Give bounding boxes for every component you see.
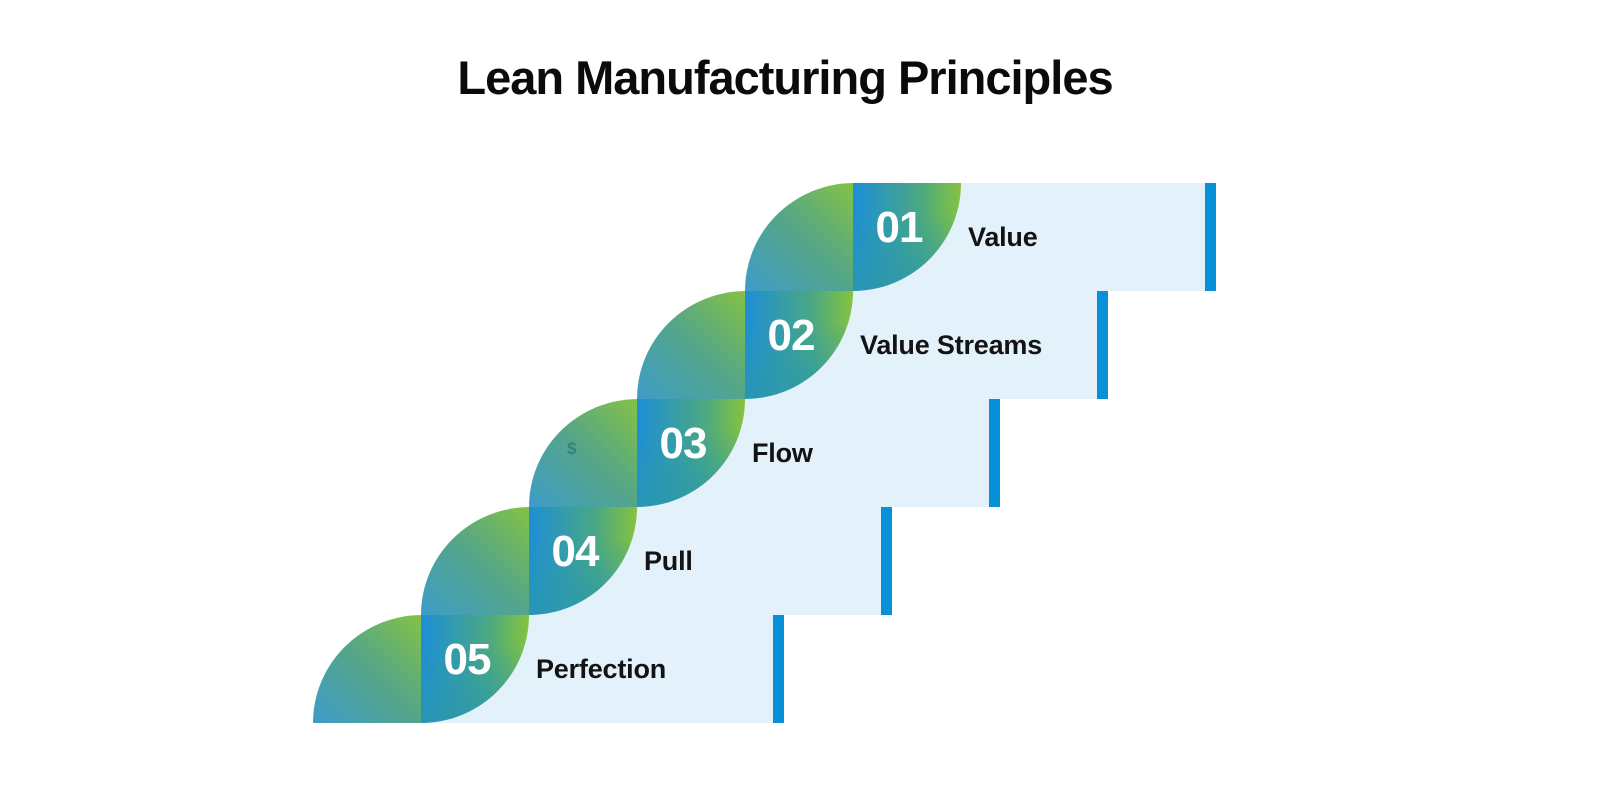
step-label: Flow <box>752 437 813 468</box>
step-number: 01 <box>875 203 924 252</box>
leaf-shape: $ <box>529 399 638 507</box>
leaf-shape <box>637 291 746 399</box>
step-end-bar <box>773 615 784 723</box>
step-label: Value Streams <box>860 329 1043 360</box>
step-end-bar <box>989 399 1000 507</box>
page-title: Lean Manufacturing Principles <box>457 51 1113 104</box>
step-number: 03 <box>659 419 708 468</box>
leaf-shape <box>313 615 422 723</box>
step-row-05: Perfection 05 <box>313 615 784 723</box>
step-number: 04 <box>551 527 600 576</box>
leaf-shape <box>421 507 530 615</box>
step-row-01: Value 01 <box>745 183 1216 291</box>
step-label: Pull <box>644 545 693 576</box>
leaf-shape <box>745 183 854 291</box>
step-end-bar <box>1205 183 1216 291</box>
step-label: Perfection <box>536 653 667 684</box>
step-number: 05 <box>443 635 492 684</box>
step-label: Value <box>968 221 1038 252</box>
step-number: 02 <box>767 311 816 360</box>
dollar-watermark: $ <box>567 439 577 458</box>
step-row-02: Value Streams 02 <box>637 291 1108 399</box>
step-end-bar <box>1097 291 1108 399</box>
step-row-03: Flow $ 03 <box>529 399 1000 507</box>
step-row-04: Pull 04 <box>421 507 892 615</box>
step-end-bar <box>881 507 892 615</box>
